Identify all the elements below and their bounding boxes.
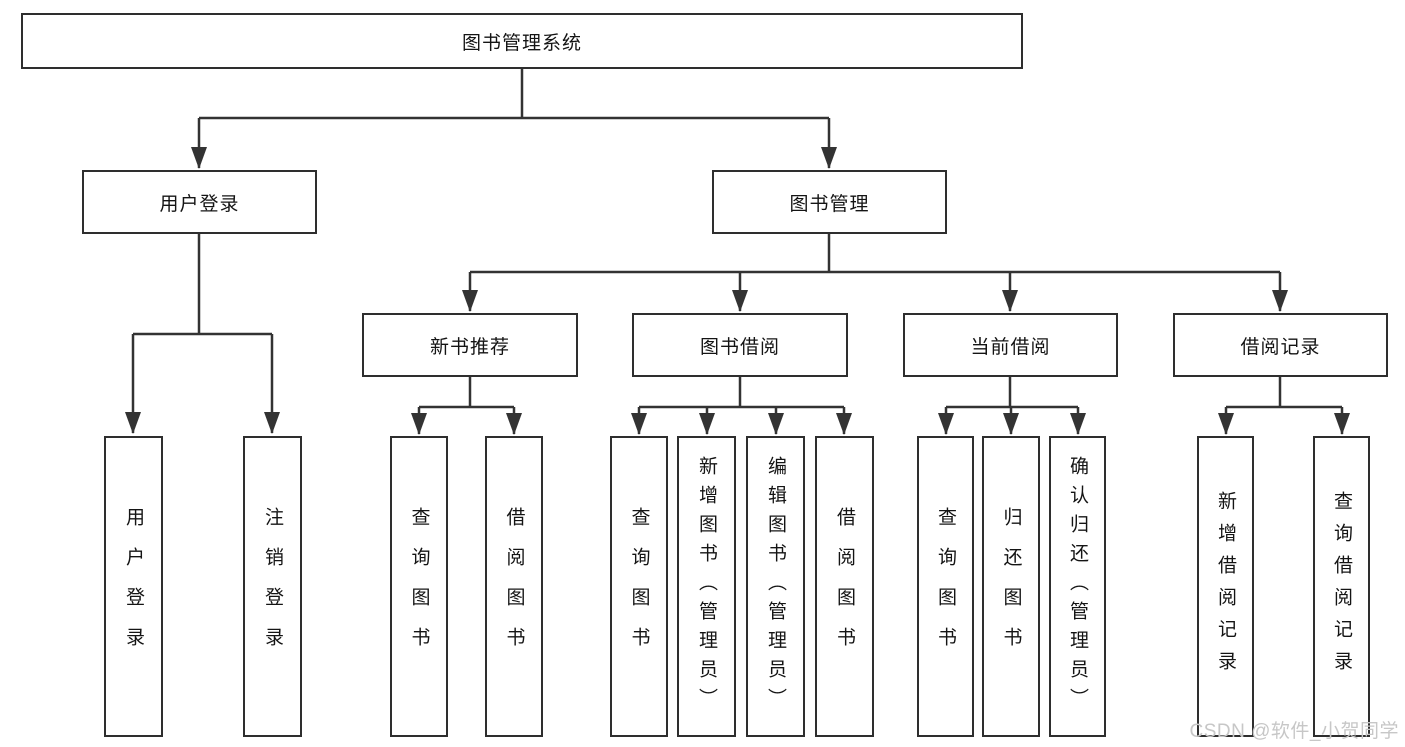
node-leaf-query-books-borrow: 查询图书	[610, 436, 668, 737]
node-leaf-add-book-admin: 新增图书（管理员）	[677, 436, 736, 737]
node-borrow-records: 借阅记录	[1173, 313, 1388, 377]
node-root-label: 图书管理系统	[461, 32, 582, 54]
node-leaf-return-book: 归还图书	[982, 436, 1040, 737]
node-leaf-user-login: 用户登录	[104, 436, 163, 737]
node-leaf-add-borrow-record-label: 新增借阅记录	[1215, 490, 1236, 683]
node-root: 图书管理系统	[21, 13, 1023, 69]
node-leaf-query-books-recommend: 查询图书	[390, 436, 448, 737]
node-user-login: 用户登录	[82, 170, 317, 234]
node-user-login-label: 用户登录	[159, 193, 240, 215]
node-leaf-borrow-books-label: 借阅图书	[834, 506, 855, 667]
node-current-borrow-label: 当前借阅	[970, 336, 1051, 358]
node-leaf-confirm-return-admin: 确认归还（管理员）	[1049, 436, 1106, 737]
node-leaf-borrow-books-recommend-label: 借阅图书	[503, 506, 525, 667]
node-leaf-user-login-label: 用户登录	[123, 506, 144, 667]
node-leaf-query-borrow-record-label: 查询借阅记录	[1331, 490, 1352, 683]
node-borrow-records-label: 借阅记录	[1240, 336, 1321, 358]
node-new-book-recommend: 新书推荐	[362, 313, 578, 377]
node-leaf-borrow-books-recommend: 借阅图书	[485, 436, 543, 737]
node-book-borrow: 图书借阅	[632, 313, 848, 377]
node-leaf-confirm-return-admin-label: 确认归还（管理员）	[1067, 456, 1088, 717]
node-leaf-query-books-current: 查询图书	[917, 436, 974, 737]
node-current-borrow: 当前借阅	[903, 313, 1118, 377]
node-leaf-add-borrow-record: 新增借阅记录	[1197, 436, 1254, 737]
node-leaf-add-book-admin-label: 新增图书（管理员）	[696, 456, 717, 717]
node-leaf-logout-label: 注销登录	[262, 506, 283, 667]
node-leaf-query-borrow-record: 查询借阅记录	[1313, 436, 1370, 737]
node-leaf-borrow-books: 借阅图书	[815, 436, 874, 737]
node-leaf-query-books-borrow-label: 查询图书	[628, 506, 650, 667]
node-leaf-return-book-label: 归还图书	[1000, 506, 1022, 667]
node-leaf-query-books-current-label: 查询图书	[935, 506, 956, 667]
node-leaf-query-books-recommend-label: 查询图书	[408, 506, 430, 667]
node-book-management: 图书管理	[712, 170, 947, 234]
node-leaf-edit-book-admin: 编辑图书（管理员）	[746, 436, 805, 737]
node-book-borrow-label: 图书借阅	[699, 336, 780, 358]
node-leaf-edit-book-admin-label: 编辑图书（管理员）	[765, 456, 786, 717]
csdn-watermark: CSDN @软件_小贺同学	[1189, 721, 1399, 742]
node-new-book-recommend-label: 新书推荐	[429, 336, 510, 358]
node-book-management-label: 图书管理	[789, 193, 870, 215]
node-leaf-logout: 注销登录	[243, 436, 302, 737]
